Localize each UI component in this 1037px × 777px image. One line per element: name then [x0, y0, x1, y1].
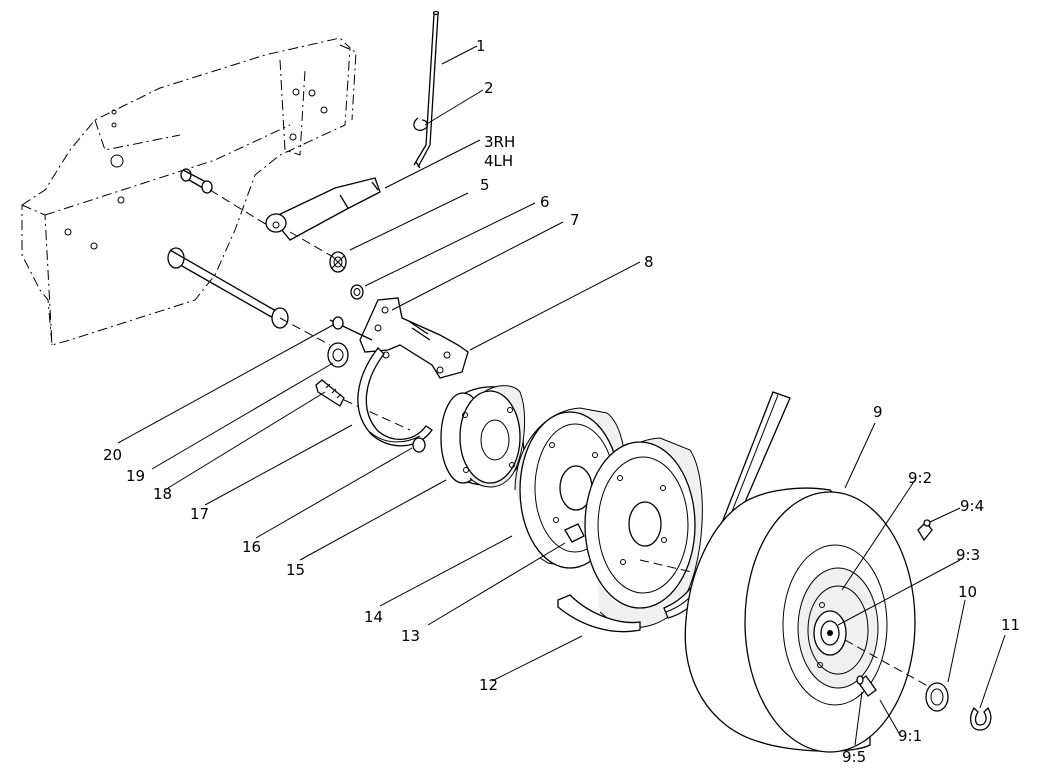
tire-wheel: [684, 487, 936, 753]
callout-4lh: 4LH: [484, 152, 513, 170]
callout-9-5: 9:5: [842, 748, 866, 766]
small-washer: [350, 284, 364, 300]
pivot-pin: [180, 168, 273, 229]
callout-19: 19: [126, 467, 145, 485]
brake-lever: [265, 177, 381, 259]
callout-11: 11: [1001, 616, 1020, 634]
thrust-washer: [925, 682, 949, 712]
brake-band: [357, 347, 433, 447]
leader-lines: [117, 45, 1006, 746]
brake-drum-hub: [440, 385, 526, 488]
callout-9-1: 9:1: [898, 727, 922, 745]
nut: [332, 316, 344, 330]
callout-10: 10: [958, 583, 977, 601]
callout-15: 15: [286, 561, 305, 579]
callout-9-4: 9:4: [960, 497, 984, 515]
lock-washer: [329, 251, 347, 273]
callout-8: 8: [644, 253, 654, 271]
bolt: [315, 379, 411, 431]
callout-13: 13: [401, 627, 420, 645]
callout-2: 2: [484, 79, 494, 97]
callout-7: 7: [570, 211, 580, 229]
axle-shaft: [167, 247, 331, 346]
callout-16: 16: [242, 538, 261, 556]
retaining-clip: [969, 706, 992, 731]
frame-part: [21, 37, 357, 346]
callout-1: 1: [476, 37, 486, 55]
grease-fitting: [917, 519, 933, 542]
callout-labels: 1 2 3RH 4LH 5 6 7 8 9 9:2 9:4 9:3 10 11 …: [103, 37, 1020, 766]
brake-bracket: [329, 297, 469, 379]
callout-14: 14: [364, 608, 383, 626]
callout-12: 12: [479, 676, 498, 694]
hex-nut: [412, 437, 426, 453]
callout-9-3: 9:3: [956, 546, 980, 564]
callout-17: 17: [190, 505, 209, 523]
flat-washer: [327, 342, 349, 368]
callout-6: 6: [540, 193, 550, 211]
callout-9: 9: [873, 403, 883, 421]
callout-9-2: 9:2: [908, 469, 932, 487]
callout-3rh: 3RH: [484, 133, 515, 151]
brake-rod: [413, 10, 440, 169]
callout-20: 20: [103, 446, 122, 464]
callout-5: 5: [480, 176, 490, 194]
callout-18: 18: [153, 485, 172, 503]
valve-stem: [856, 675, 877, 697]
